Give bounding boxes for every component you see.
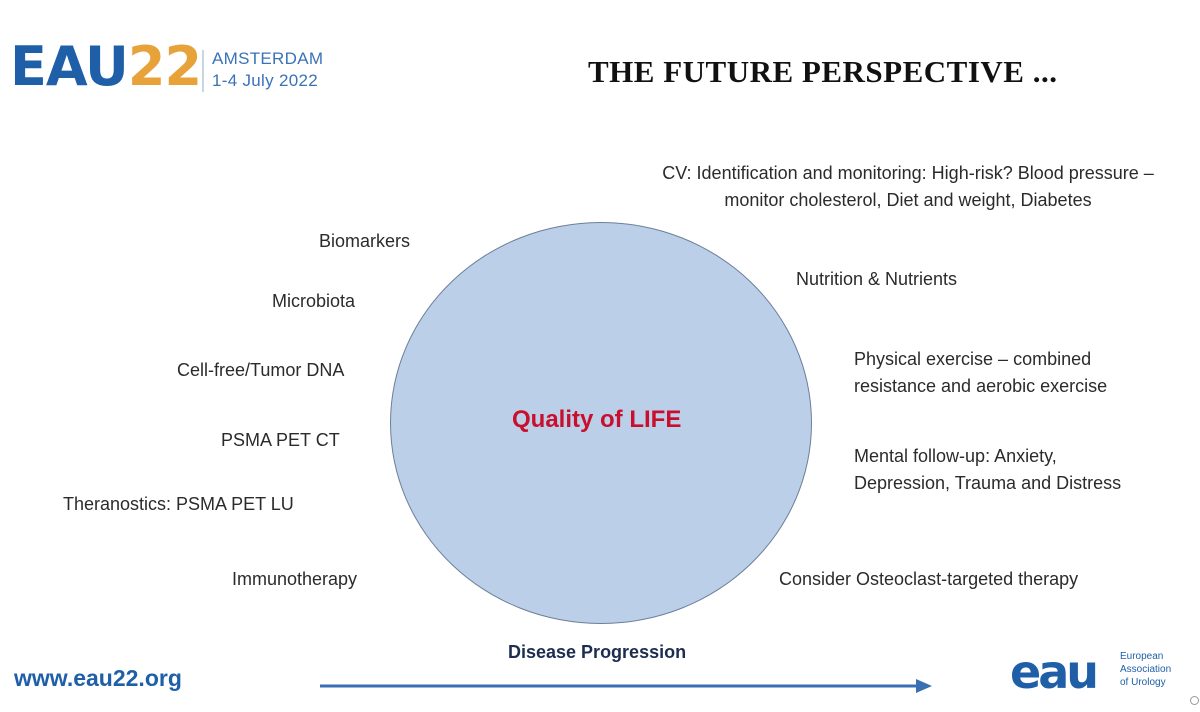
logo-city: AMSTERDAM (212, 49, 324, 68)
right-item-cv-line2: monitor cholesterol, Diet and weight, Di… (724, 190, 1092, 210)
disease-progression-label: Disease Progression (508, 642, 687, 662)
eau22-logo: EAU22 (10, 40, 202, 94)
circle-center-label: Quality of LIFE (512, 406, 682, 433)
eau-association-logo: eau (1010, 650, 1099, 698)
logo-eau-text: EAU (10, 35, 129, 98)
logo-dates: 1-4 July 2022 (212, 71, 318, 90)
association-line1: European (1120, 651, 1164, 662)
right-item-osteoclast-therapy: Consider Osteoclast-targeted therapy (779, 569, 1079, 589)
association-line2: Association (1120, 664, 1172, 675)
disease-progression-arrow (320, 679, 932, 693)
right-item-cv-line1: CV: Identification and monitoring: High-… (662, 163, 1154, 183)
right-item-cv-monitoring: CV: Identification and monitoring: High-… (618, 160, 1198, 214)
right-item-exercise-line2: resistance and aerobic exercise (854, 376, 1108, 396)
left-item-psma-pet-ct: PSMA PET CT (221, 430, 340, 450)
association-line3: of Urology (1120, 677, 1166, 688)
left-item-cell-free-dna: Cell-free/Tumor DNA (177, 360, 345, 380)
left-item-theranostics: Theranostics: PSMA PET LU (63, 494, 294, 514)
left-item-microbiota: Microbiota (272, 291, 356, 311)
left-item-immunotherapy: Immunotherapy (232, 569, 358, 589)
website-link: www.eau22.org (14, 665, 182, 691)
right-item-mental-follow-up: Mental follow-up: Anxiety, Depression, T… (854, 443, 1121, 497)
eau-logo-mark: eau (1010, 650, 1096, 698)
logo-year-text: 22 (127, 35, 202, 98)
slide-corner-marker (1190, 696, 1199, 705)
right-item-mental-line1: Mental follow-up: Anxiety, (854, 446, 1057, 466)
right-item-exercise-line1: Physical exercise – combined (854, 349, 1092, 369)
left-item-biomarkers: Biomarkers (319, 231, 411, 251)
arrow-head (916, 679, 932, 693)
quality-of-life-circle (390, 222, 812, 624)
right-item-mental-line2: Depression, Trauma and Distress (854, 473, 1122, 493)
logo-divider (202, 50, 204, 92)
right-item-nutrition: Nutrition & Nutrients (796, 269, 958, 289)
association-name: European Association of Urology (1120, 650, 1171, 689)
slide-title: THE FUTURE PERSPECTIVE ... (588, 54, 1058, 89)
right-item-physical-exercise: Physical exercise – combined resistance … (854, 346, 1107, 400)
logo-location: AMSTERDAM 1-4 July 2022 (212, 48, 323, 92)
